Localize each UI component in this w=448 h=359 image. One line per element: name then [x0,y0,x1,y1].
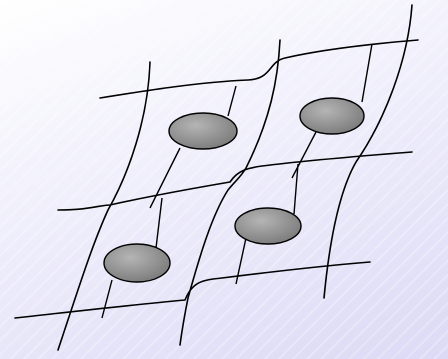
cell-bottom-right [235,208,301,244]
connector-cell-bottom-right-down [236,238,246,284]
connector-cell-top-left-up [228,86,236,116]
connector-cell-bottom-left-up [156,198,162,248]
col-wire-2 [180,40,280,345]
cell-bottom-left [104,244,170,282]
connector-cell-bottom-left-down [102,280,112,318]
cell-top-left [169,113,237,149]
cell-top-right [300,98,364,134]
connector-cell-top-left-down [150,148,180,208]
row-wire-3 [15,262,370,318]
connector-cell-top-right-down [292,132,316,178]
connector-cell-top-right-up [362,44,372,102]
